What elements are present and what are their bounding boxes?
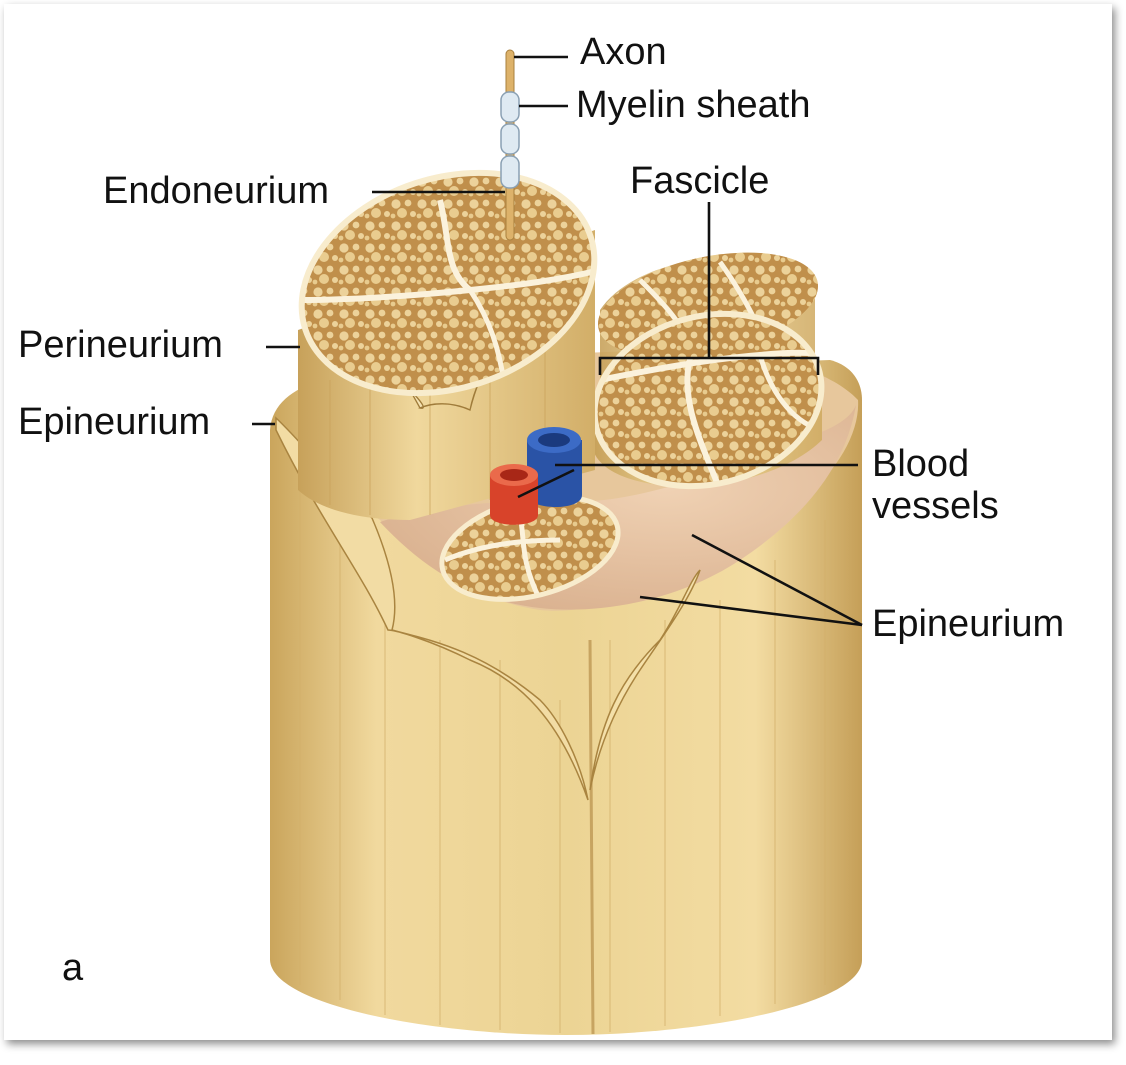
label-endoneurium: Endoneurium <box>103 170 329 212</box>
labels: Axon Myelin sheath Endoneurium Fascicle … <box>18 31 1064 989</box>
leader-lines <box>252 55 863 627</box>
leader-blood-vessels-artery <box>517 468 575 499</box>
leader-epineurium-right-1 <box>691 533 863 627</box>
leader-fascicle <box>598 202 820 375</box>
myelin-sheath <box>500 91 520 189</box>
label-blood-vessels-line2: vessels <box>872 485 999 527</box>
leader-epineurium-right-2 <box>639 595 863 627</box>
label-epineurium-right: Epineurium <box>872 603 1064 645</box>
label-perineurium: Perineurium <box>18 324 223 366</box>
blood-vessels <box>490 427 582 525</box>
label-blood-vessels-line1: Blood <box>872 443 969 485</box>
label-axon: Axon <box>580 31 667 73</box>
label-epineurium-left: Epineurium <box>18 401 210 443</box>
label-fascicle: Fascicle <box>630 160 769 202</box>
panel-letter: a <box>62 947 84 989</box>
label-myelin-sheath: Myelin sheath <box>576 84 810 126</box>
